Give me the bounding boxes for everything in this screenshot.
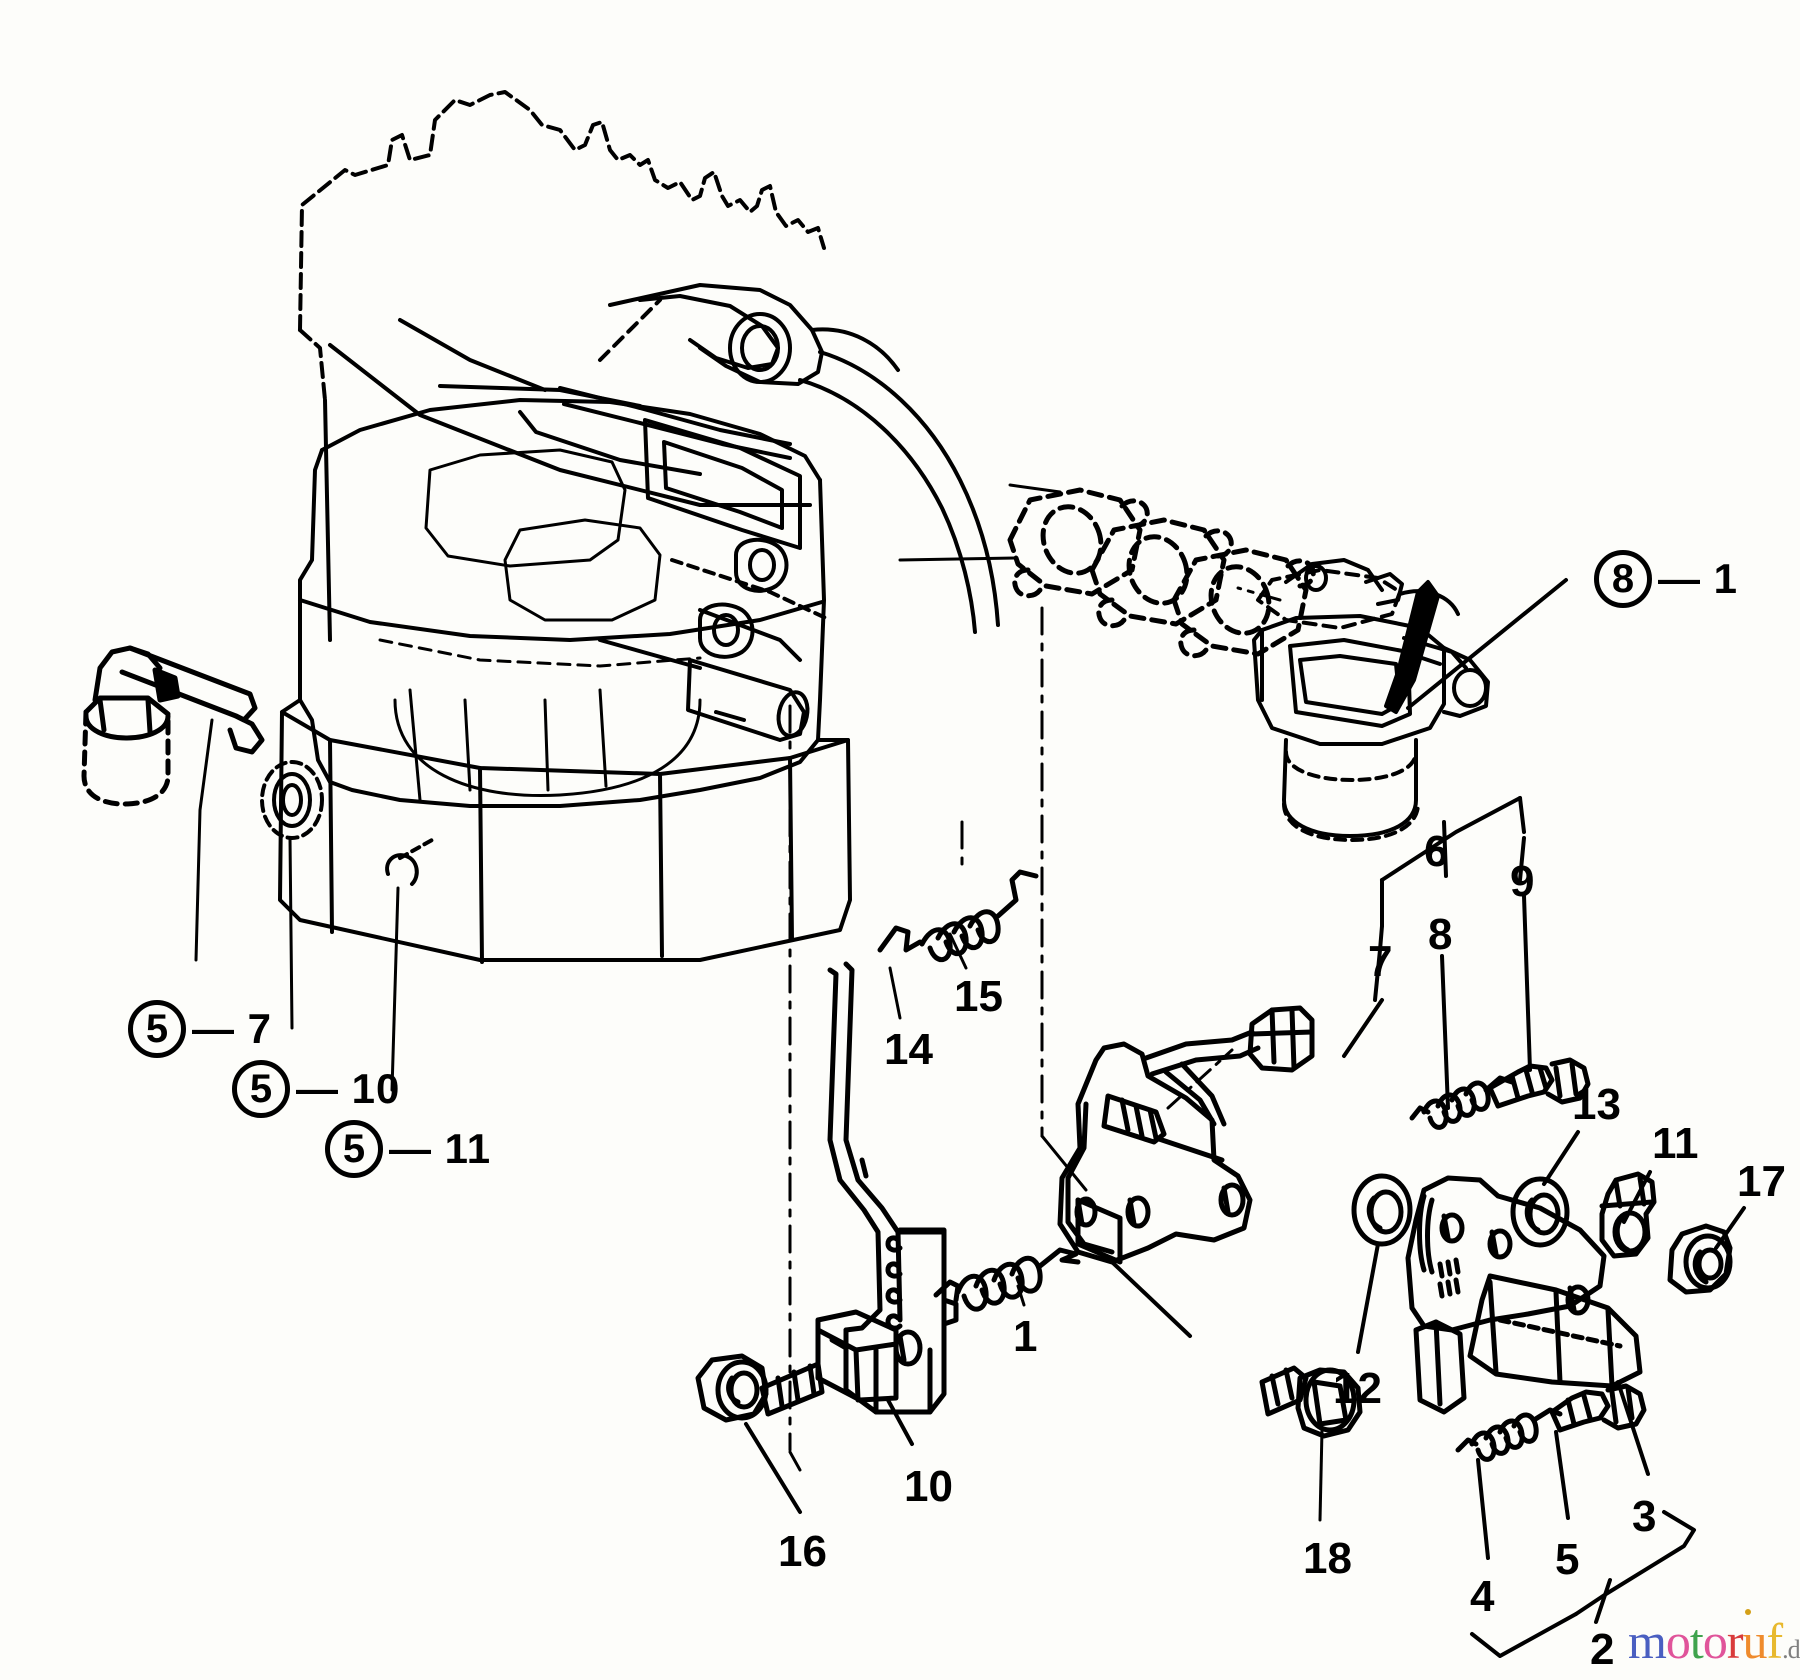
label-5: 5: [1555, 1535, 1580, 1584]
label-18: 18: [1303, 1534, 1352, 1583]
phantom-centerlines: [788, 606, 1044, 1452]
cylinder-head-outline: [298, 90, 826, 402]
intake-arm: [438, 283, 900, 476]
clip-pin-detail: [385, 838, 434, 886]
washer-13: [1510, 1176, 1570, 1248]
callout-circled-8-1: 8 — 1: [1594, 550, 1738, 608]
label-11: 11: [1652, 1119, 1699, 1168]
label-3: 3: [1632, 1492, 1657, 1541]
label-15: 15: [954, 972, 1003, 1021]
spring-bolt-bottom-right: [1455, 1383, 1647, 1462]
governor-spring-small: [877, 869, 1039, 962]
watermark-letter-f: f: [1766, 1613, 1783, 1669]
label-8: 8: [1428, 910, 1453, 959]
callout-dash-label: — 1: [1658, 555, 1739, 602]
label-13: 13: [1572, 1080, 1621, 1129]
flange-nut-16: [695, 1353, 769, 1423]
right-part-leaders: [1356, 1130, 1746, 1354]
motoruf-watermark: motoruf.de: [1628, 1612, 1800, 1670]
carb-phantom-line: [1236, 586, 1282, 602]
bolt18-leader: [1318, 1428, 1324, 1522]
label-7: 7: [1368, 937, 1393, 986]
label-17: 17: [1737, 1157, 1786, 1206]
watermark-letter-m: m: [1628, 1613, 1667, 1669]
lever-leaders: [744, 1398, 914, 1514]
callout-circled-5-10: 5 — 10: [232, 1060, 400, 1118]
mounting-bosses: [698, 537, 789, 659]
governor-lever: [759, 961, 959, 1417]
return-spring-1: [933, 1247, 1081, 1312]
left-leader-lines: [194, 718, 400, 1092]
callout-circled-5-11: 5 — 11: [325, 1120, 491, 1178]
lock-nut-17: [1667, 1223, 1733, 1295]
swept-control-arm: [798, 350, 1000, 634]
watermark-dot-accent: [1745, 1609, 1751, 1615]
callout-circle-number: 8: [1594, 550, 1652, 608]
spring1-leader: [1016, 1284, 1026, 1307]
cylinder-head-body: [323, 318, 812, 642]
label-1: 1: [1013, 1312, 1038, 1361]
label-6: 6: [1424, 827, 1449, 876]
carb-bracket-link: [1166, 1048, 1234, 1110]
spring-leader-lines: [888, 932, 968, 1020]
watermark-letter-t: t: [1689, 1613, 1704, 1669]
hex-bolt-9: [1487, 1057, 1591, 1109]
label-12: 12: [1333, 1364, 1382, 1413]
control-bracket: [1057, 1005, 1315, 1265]
link-plate-assembly: [1405, 1175, 1643, 1415]
governor-washer: [260, 760, 324, 840]
callout-circle-number: 5: [128, 1000, 186, 1058]
right-bracket-leaders: [1342, 796, 1532, 1110]
governor-shaft-rod: [81, 645, 265, 807]
coil-spring-8: [1409, 1075, 1515, 1130]
governor-shaft-boss: [598, 638, 810, 742]
watermark-letter-u: u: [1742, 1613, 1767, 1669]
label-2: 2: [1590, 1625, 1615, 1674]
label-14: 14: [884, 1025, 933, 1074]
callout-circle-number: 5: [325, 1120, 383, 1178]
label-9: 9: [1510, 857, 1535, 906]
label-16: 16: [778, 1527, 827, 1576]
bottom-right-leaders: [1470, 1380, 1696, 1658]
label-10: 10: [904, 1462, 953, 1511]
label-4: 4: [1470, 1572, 1495, 1621]
callout-dash-label: — 11: [389, 1125, 492, 1172]
callout-dash-label: — 7: [192, 1005, 273, 1052]
flange-bolt-18: [1259, 1365, 1363, 1439]
carburetor: [1252, 558, 1568, 842]
washer-12: [1351, 1173, 1413, 1247]
phantom-connector: [788, 1134, 1088, 1472]
callout-dash-label: — 10: [296, 1065, 401, 1112]
crankcase-detail: [378, 448, 702, 802]
tab-leader: [1110, 1260, 1192, 1338]
callout-circled-5-7: 5 — 7: [128, 1000, 272, 1058]
watermark-suffix: .de: [1782, 1635, 1800, 1664]
watermark-letter-o2: o: [1702, 1613, 1728, 1669]
intake-gasket-stack: [1007, 487, 1316, 659]
gasket-leader-lines: [898, 483, 1062, 562]
callout-circle-number: 5: [232, 1060, 290, 1118]
watermark-letter-r: r: [1726, 1613, 1744, 1669]
watermark-letter-o1: o: [1665, 1613, 1691, 1669]
